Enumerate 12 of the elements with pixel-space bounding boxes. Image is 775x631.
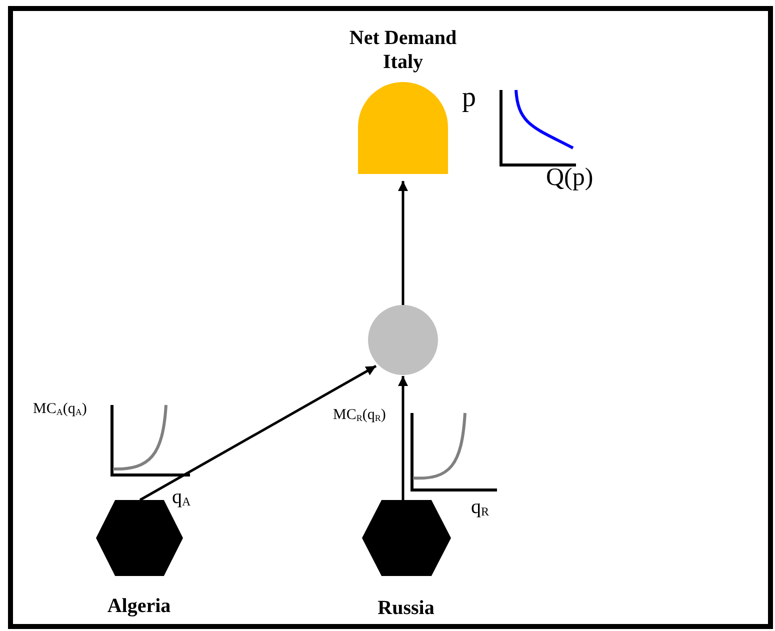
arrow bbox=[398, 376, 408, 500]
node-label: Net Demand Italy bbox=[348, 26, 458, 74]
axis-label: p bbox=[462, 84, 476, 112]
arrow bbox=[139, 364, 377, 502]
axis-label: MC$_{R}$(q$_{R}$) bbox=[333, 408, 386, 423]
axis-label: q$_{A}$ bbox=[172, 487, 191, 508]
arrow bbox=[398, 181, 408, 305]
axis-label: Q(p) bbox=[546, 165, 594, 190]
node-label: Russia bbox=[378, 596, 434, 620]
axis-label: MC$_{A}$(q$_{A}$) bbox=[33, 402, 87, 417]
node-label: Algeria bbox=[107, 594, 171, 618]
axis-label: q$_{R}$ bbox=[471, 497, 490, 518]
